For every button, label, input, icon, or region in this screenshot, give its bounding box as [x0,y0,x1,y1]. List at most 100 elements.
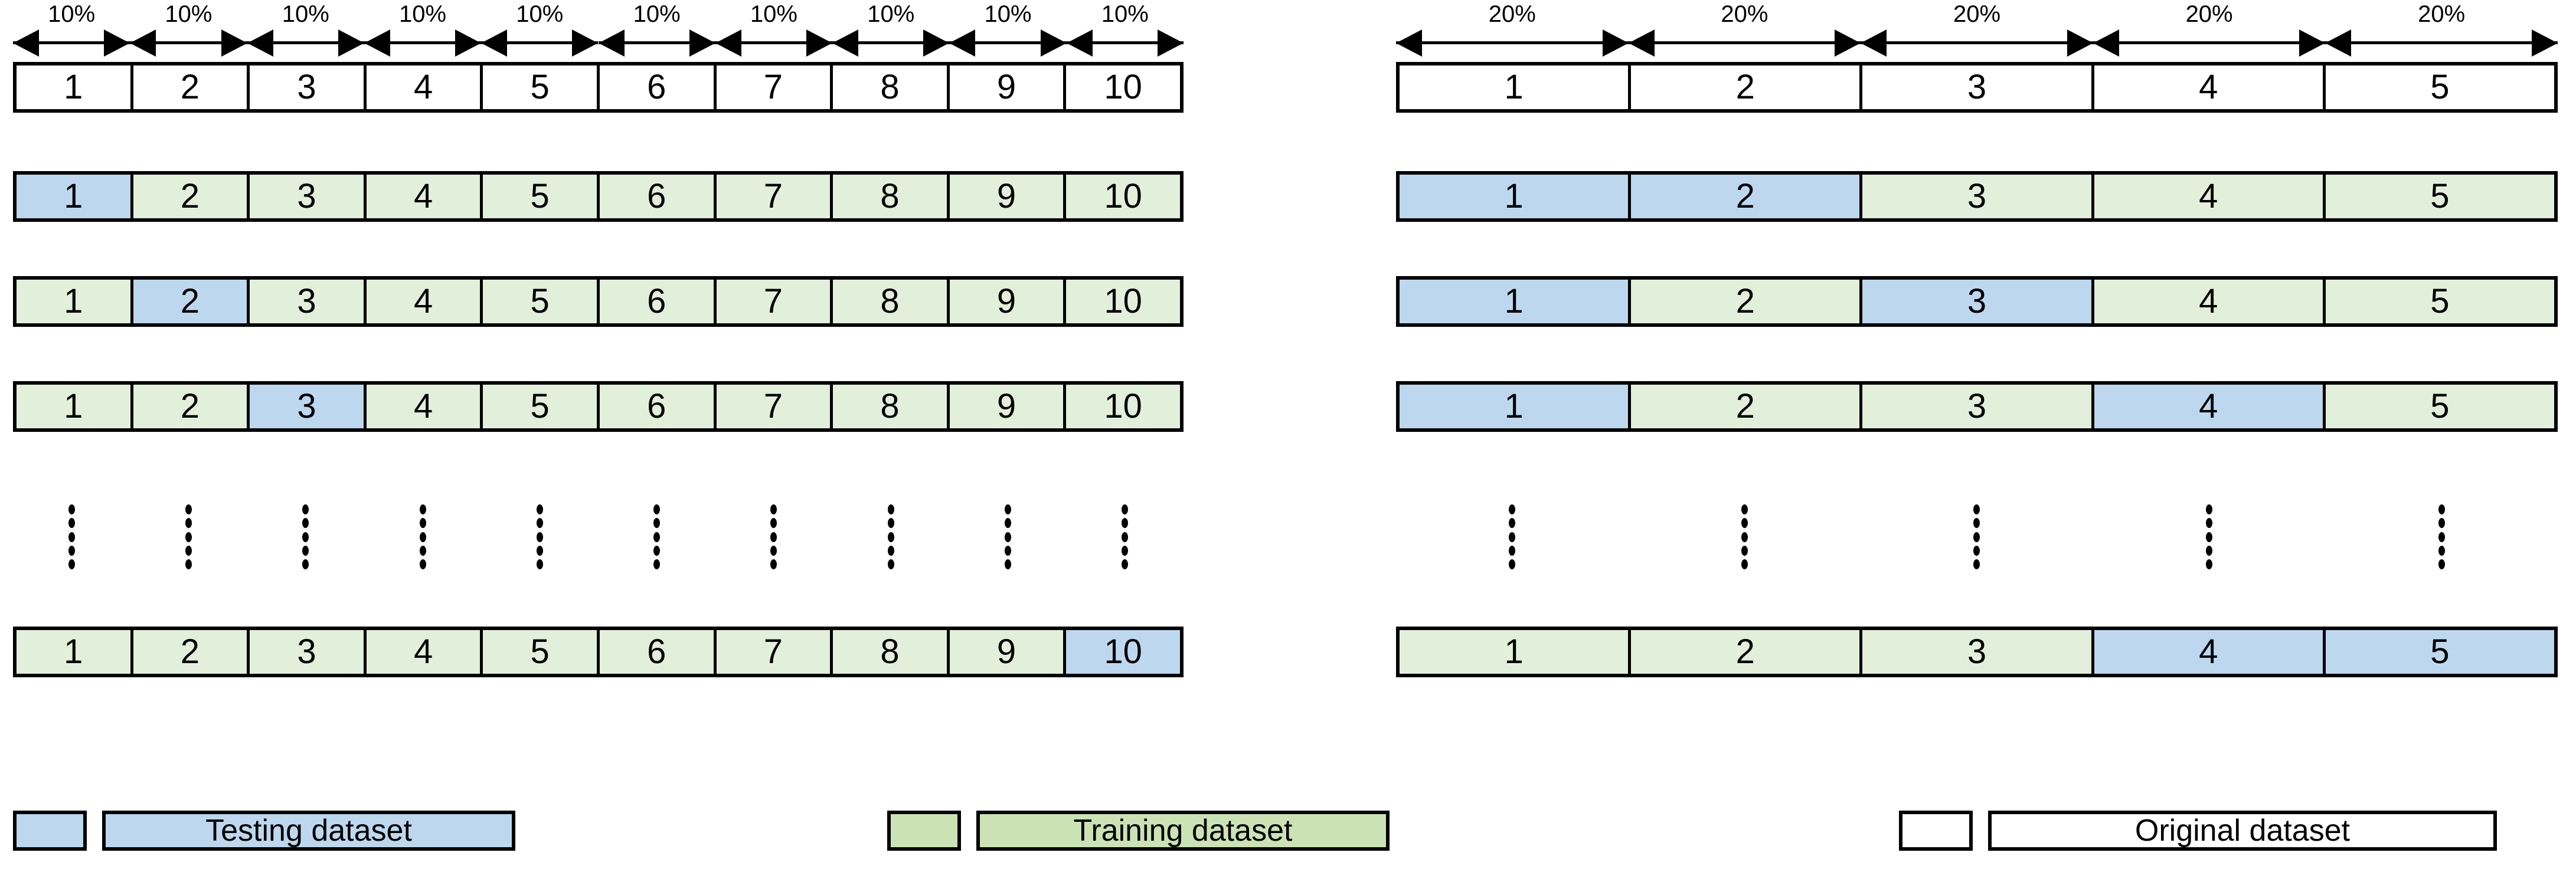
fold-cell: 1 [17,630,133,674]
fold-cell: 10 [1066,280,1180,323]
arrow-head-right-icon [1040,29,1067,57]
fold-cell: 2 [1631,65,1863,109]
arrow-head-right-icon [689,29,715,57]
ellipsis-dot [887,559,894,569]
ellipsis-column [832,504,949,569]
ellipsis-dot [68,559,75,569]
ellipsis-column [598,504,715,569]
arrow-head-left-icon [715,29,741,57]
fold-cell: 1 [17,385,133,428]
arrow-head-left-icon [832,29,859,57]
arrow-head-left-icon [481,29,508,57]
ellipsis-dot [1509,559,1516,569]
fold-cell: 1 [1400,65,1632,109]
ellipsis-dot [770,545,777,556]
legend-training-swatch [887,811,961,851]
arrow-shaft [481,41,599,44]
ellipsis-dot [1973,504,1980,514]
fold-cell: 2 [133,280,250,323]
fold-proportion-label: 10% [867,1,915,27]
ellipsis-dot [1741,532,1748,542]
fold-proportion-label: 10% [48,1,96,27]
vertical-ellipsis [1396,504,2558,569]
arrow-head-right-icon [338,29,364,57]
ellipsis-dot [1741,518,1748,529]
fold-proportion-label: 10% [516,1,564,27]
fold-proportion-label: 10% [984,1,1032,27]
legend-original: Original dataset [1899,811,2497,851]
ellipsis-dot [1973,559,1980,569]
fold-cell: 5 [483,175,600,218]
fold-cell: 4 [2094,65,2326,109]
ellipsis-column [1629,504,1861,569]
fold-proportion-label: 10% [1101,1,1149,27]
fold-cell: 6 [599,280,717,323]
fold-cell: 10 [1066,385,1180,428]
fold-cell: 6 [599,65,717,109]
arrow-head-left-icon [1861,29,1887,57]
legend-testing-label: Testing dataset [102,811,515,851]
ellipsis-dot [185,545,192,556]
ellipsis-dot [1122,559,1129,569]
ellipsis-dot [2438,518,2445,529]
fold-proportion-ruler: 10%10%10%10%10%10%10%10%10%10% [13,1,1184,57]
fold-cell: 5 [2325,65,2555,109]
fold-proportion-ruler: 20%20%20%20%20% [1396,1,2558,57]
ellipsis-dot [1005,518,1012,529]
ellipsis-dot [653,518,661,529]
fold-cell: 10 [1066,65,1180,109]
fold-cell: 1 [17,175,133,218]
arrow-shaft [130,41,247,44]
ellipsis-dot [185,532,192,542]
arrow-head-left-icon [247,29,273,57]
fold-proportion-label: 20% [2418,1,2466,27]
fold-cell: 2 [133,385,250,428]
ellipsis-dot [185,518,192,529]
ellipsis-dot [1122,545,1129,556]
ellipsis-column [247,504,364,569]
arrow-shaft [1861,41,2093,44]
ellipsis-dot [1005,504,1012,514]
ellipsis-column [364,504,481,569]
fold-cell: 3 [250,175,367,218]
ellipsis-column [2093,504,2326,569]
ellipsis-column [1067,504,1184,569]
ellipsis-dot [1509,532,1516,542]
fold-cell: 5 [483,280,600,323]
fold-cell: 8 [833,175,950,218]
ellipsis-dot [887,504,894,514]
arrow-shaft [598,41,715,44]
fold-cell: 9 [949,65,1067,109]
ellipsis-dot [2206,545,2213,556]
ellipsis-dot [2438,559,2445,569]
ellipsis-dot [653,559,661,569]
ellipsis-dot [536,559,543,569]
fold-cell: 2 [133,65,250,109]
arrow-shaft [247,41,364,44]
ellipsis-dot [185,504,192,514]
ellipsis-dot [1509,504,1516,514]
fold-cell: 1 [17,65,133,109]
fold-proportion-label: 20% [1488,1,1536,27]
fold-proportion-arrow: 10% [481,1,599,57]
fold-proportion-arrow: 20% [2325,1,2558,57]
fold-cell: 1 [1400,280,1632,323]
fold-cell: 5 [2325,385,2555,428]
fold-cell: 5 [483,385,600,428]
arrow-shaft [2325,41,2558,44]
legend-original-label: Original dataset [1988,811,2497,851]
arrow-head-left-icon [598,29,625,57]
arrow-head-left-icon [364,29,390,57]
fold-cell: 8 [833,630,950,674]
arrow-head-right-icon [104,29,130,57]
ellipsis-dot [770,532,777,542]
fold-cell: 10 [1066,630,1180,674]
ellipsis-dot [887,545,894,556]
ellipsis-dot [536,504,543,514]
fold-cell: 1 [1400,385,1632,428]
arrow-head-right-icon [1835,29,1861,57]
arrow-shaft [2093,41,2326,44]
fold-proportion-arrow: 10% [598,2,715,57]
